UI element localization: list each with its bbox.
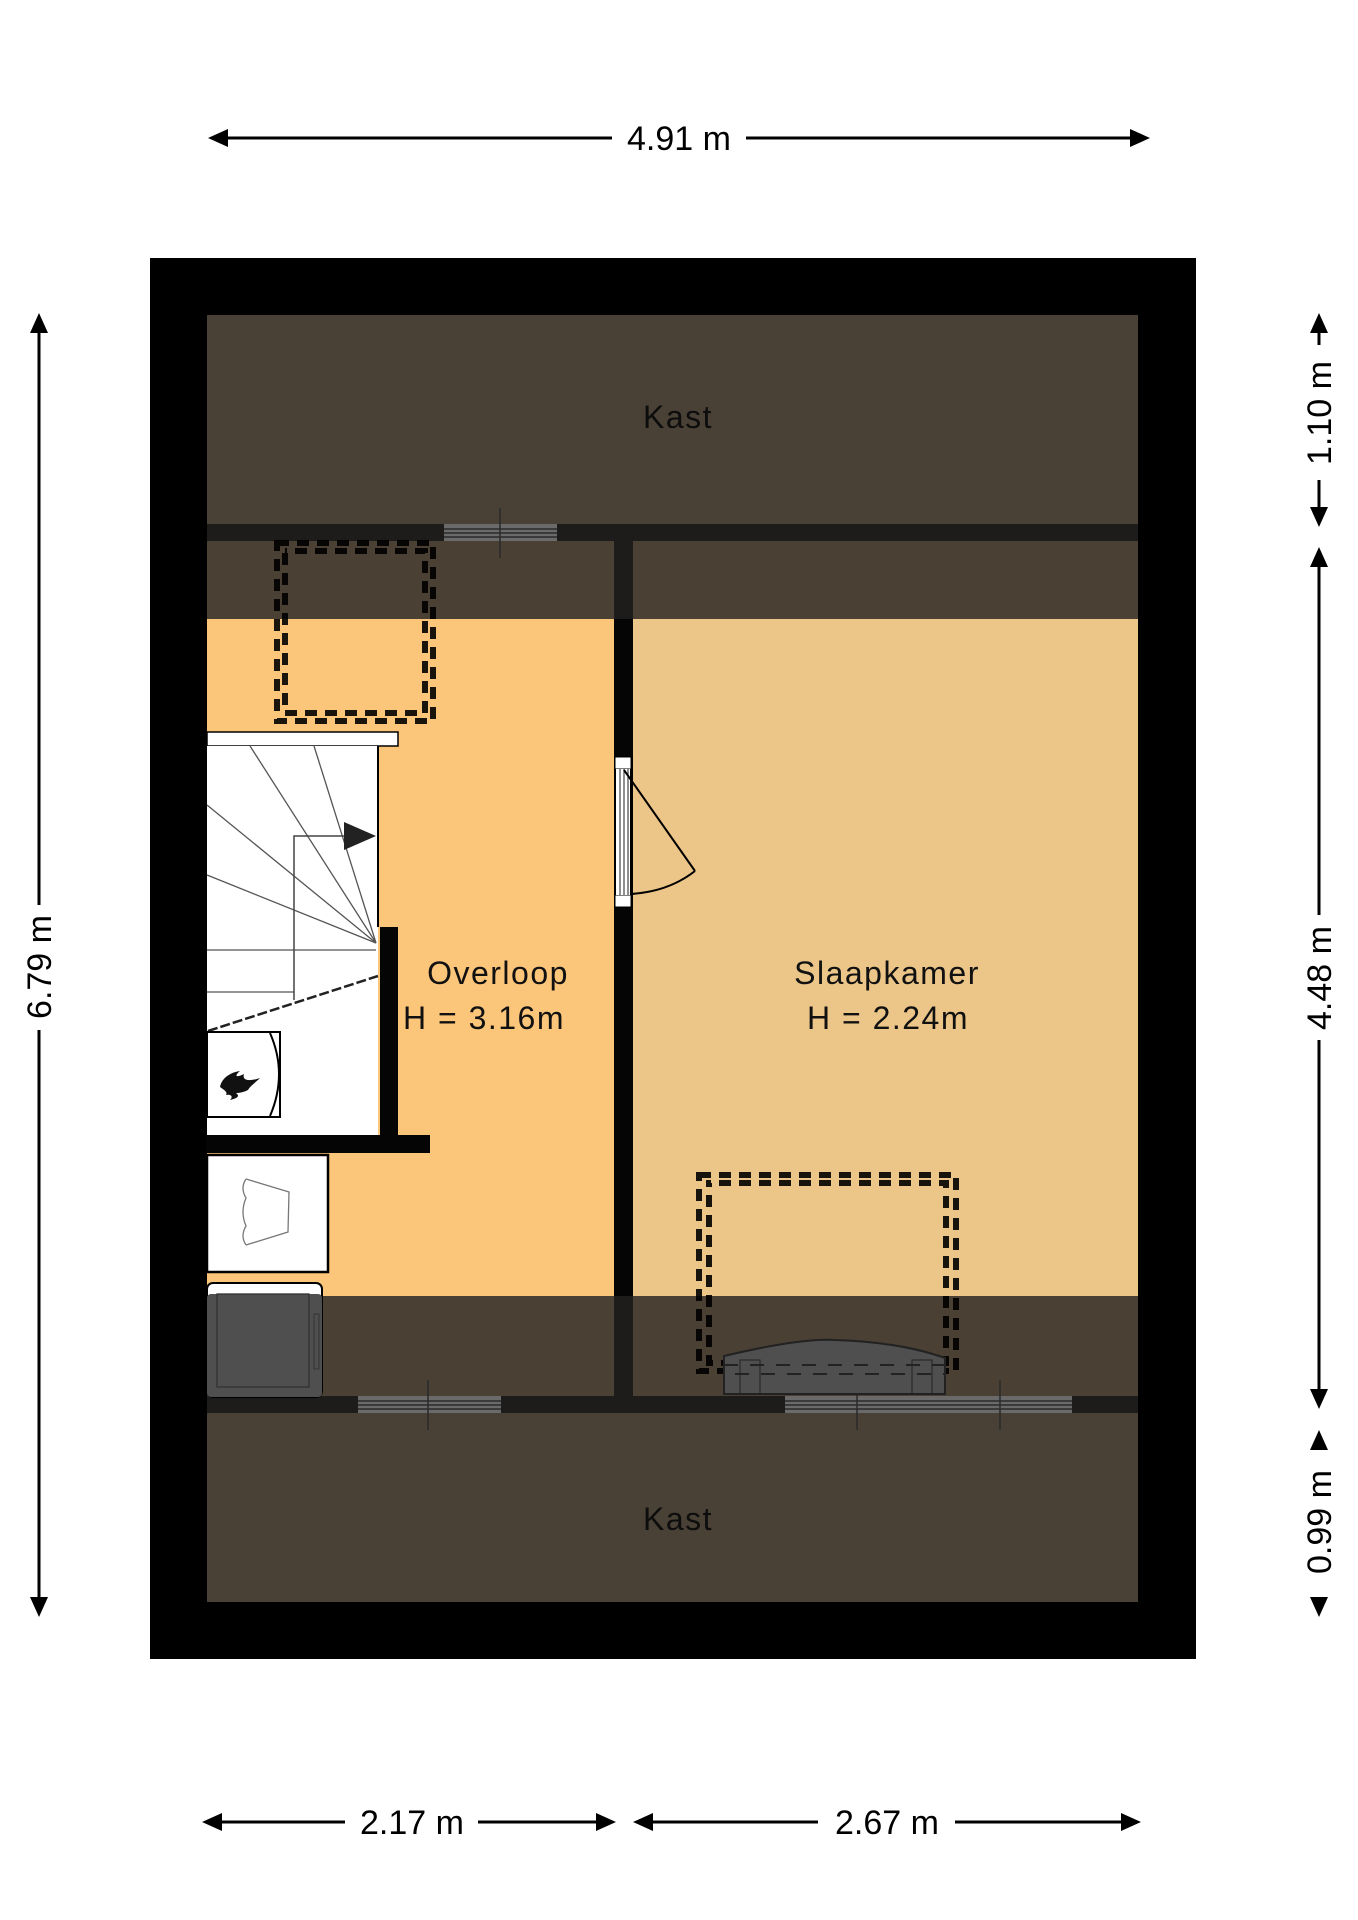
arrow-up-icon	[1310, 1430, 1328, 1450]
inner-wall-bottom	[501, 1396, 785, 1413]
room-kast-top	[207, 315, 1138, 524]
inner-wall-bottom	[1072, 1396, 1138, 1413]
room-label-kast-bottom: Kast	[643, 1501, 713, 1537]
dimension-label: 2.17 m	[360, 1804, 464, 1842]
arrow-up-icon	[1310, 547, 1328, 567]
door-swing-icon[interactable]	[614, 756, 696, 908]
dimension-top: 4.91 m	[208, 120, 1150, 158]
arrow-left-icon	[633, 1813, 653, 1831]
window-icon	[444, 508, 557, 558]
arrow-up-icon	[1310, 313, 1328, 333]
arrow-right-icon	[1121, 1813, 1141, 1831]
dimension-right: 1.10 m 4.48 m 0.99 m	[1301, 313, 1339, 1617]
inner-wall-top	[207, 524, 444, 541]
washing-machine-icon	[206, 1282, 323, 1398]
stair-wall	[380, 927, 398, 1153]
arrow-right-icon	[1130, 129, 1150, 147]
dimension-left: 6.79 m	[21, 313, 59, 1617]
radiator-icon	[723, 1338, 946, 1395]
stair-wall	[206, 1135, 430, 1153]
inner-wall-center	[614, 619, 633, 757]
dimension-label: 1.10 m	[1301, 361, 1339, 465]
room-label-kast-top: Kast	[643, 399, 713, 435]
arrow-left-icon	[202, 1813, 222, 1831]
skylight-dashed-outline	[274, 540, 436, 724]
arrow-right-icon	[596, 1813, 616, 1831]
inner-wall-center	[614, 907, 633, 1296]
dimension-label: 0.99 m	[1301, 1470, 1339, 1574]
dimension-bottom: 2.17 m 2.67 m	[202, 1804, 1141, 1842]
inner-wall-bottom	[207, 1396, 358, 1413]
flame-icon	[220, 1071, 260, 1100]
window-icon	[358, 1380, 501, 1430]
dimension-label: 6.79 m	[21, 915, 59, 1019]
inner-wall-top	[557, 524, 1138, 541]
window-icon	[785, 1380, 1072, 1430]
arrow-down-icon	[1310, 1389, 1328, 1409]
arrow-up-icon	[30, 313, 48, 333]
sloped-zone-bottom	[207, 1296, 1138, 1396]
dimension-label: 4.48 m	[1301, 926, 1339, 1030]
room-label-slaapkamer: Slaapkamer	[794, 955, 980, 991]
room-height-slaapkamer: H = 2.24m	[807, 1000, 969, 1036]
arrow-down-icon	[1310, 507, 1328, 527]
dimension-label: 4.91 m	[627, 120, 731, 158]
arrow-down-icon	[1310, 1597, 1328, 1617]
room-label-overloop: Overloop	[427, 955, 569, 991]
room-kast-bottom	[207, 1413, 1138, 1602]
room-slaapkamer	[633, 541, 1138, 1396]
room-height-overloop: H = 3.16m	[403, 1000, 565, 1036]
inner-wall-center	[614, 1296, 633, 1396]
dimension-label: 2.67 m	[835, 1804, 939, 1842]
sink-icon	[205, 1153, 330, 1274]
arrow-down-icon	[30, 1597, 48, 1617]
inner-wall-center	[614, 541, 633, 619]
arrow-right-icon	[344, 822, 376, 850]
boiler-icon	[206, 1031, 281, 1118]
